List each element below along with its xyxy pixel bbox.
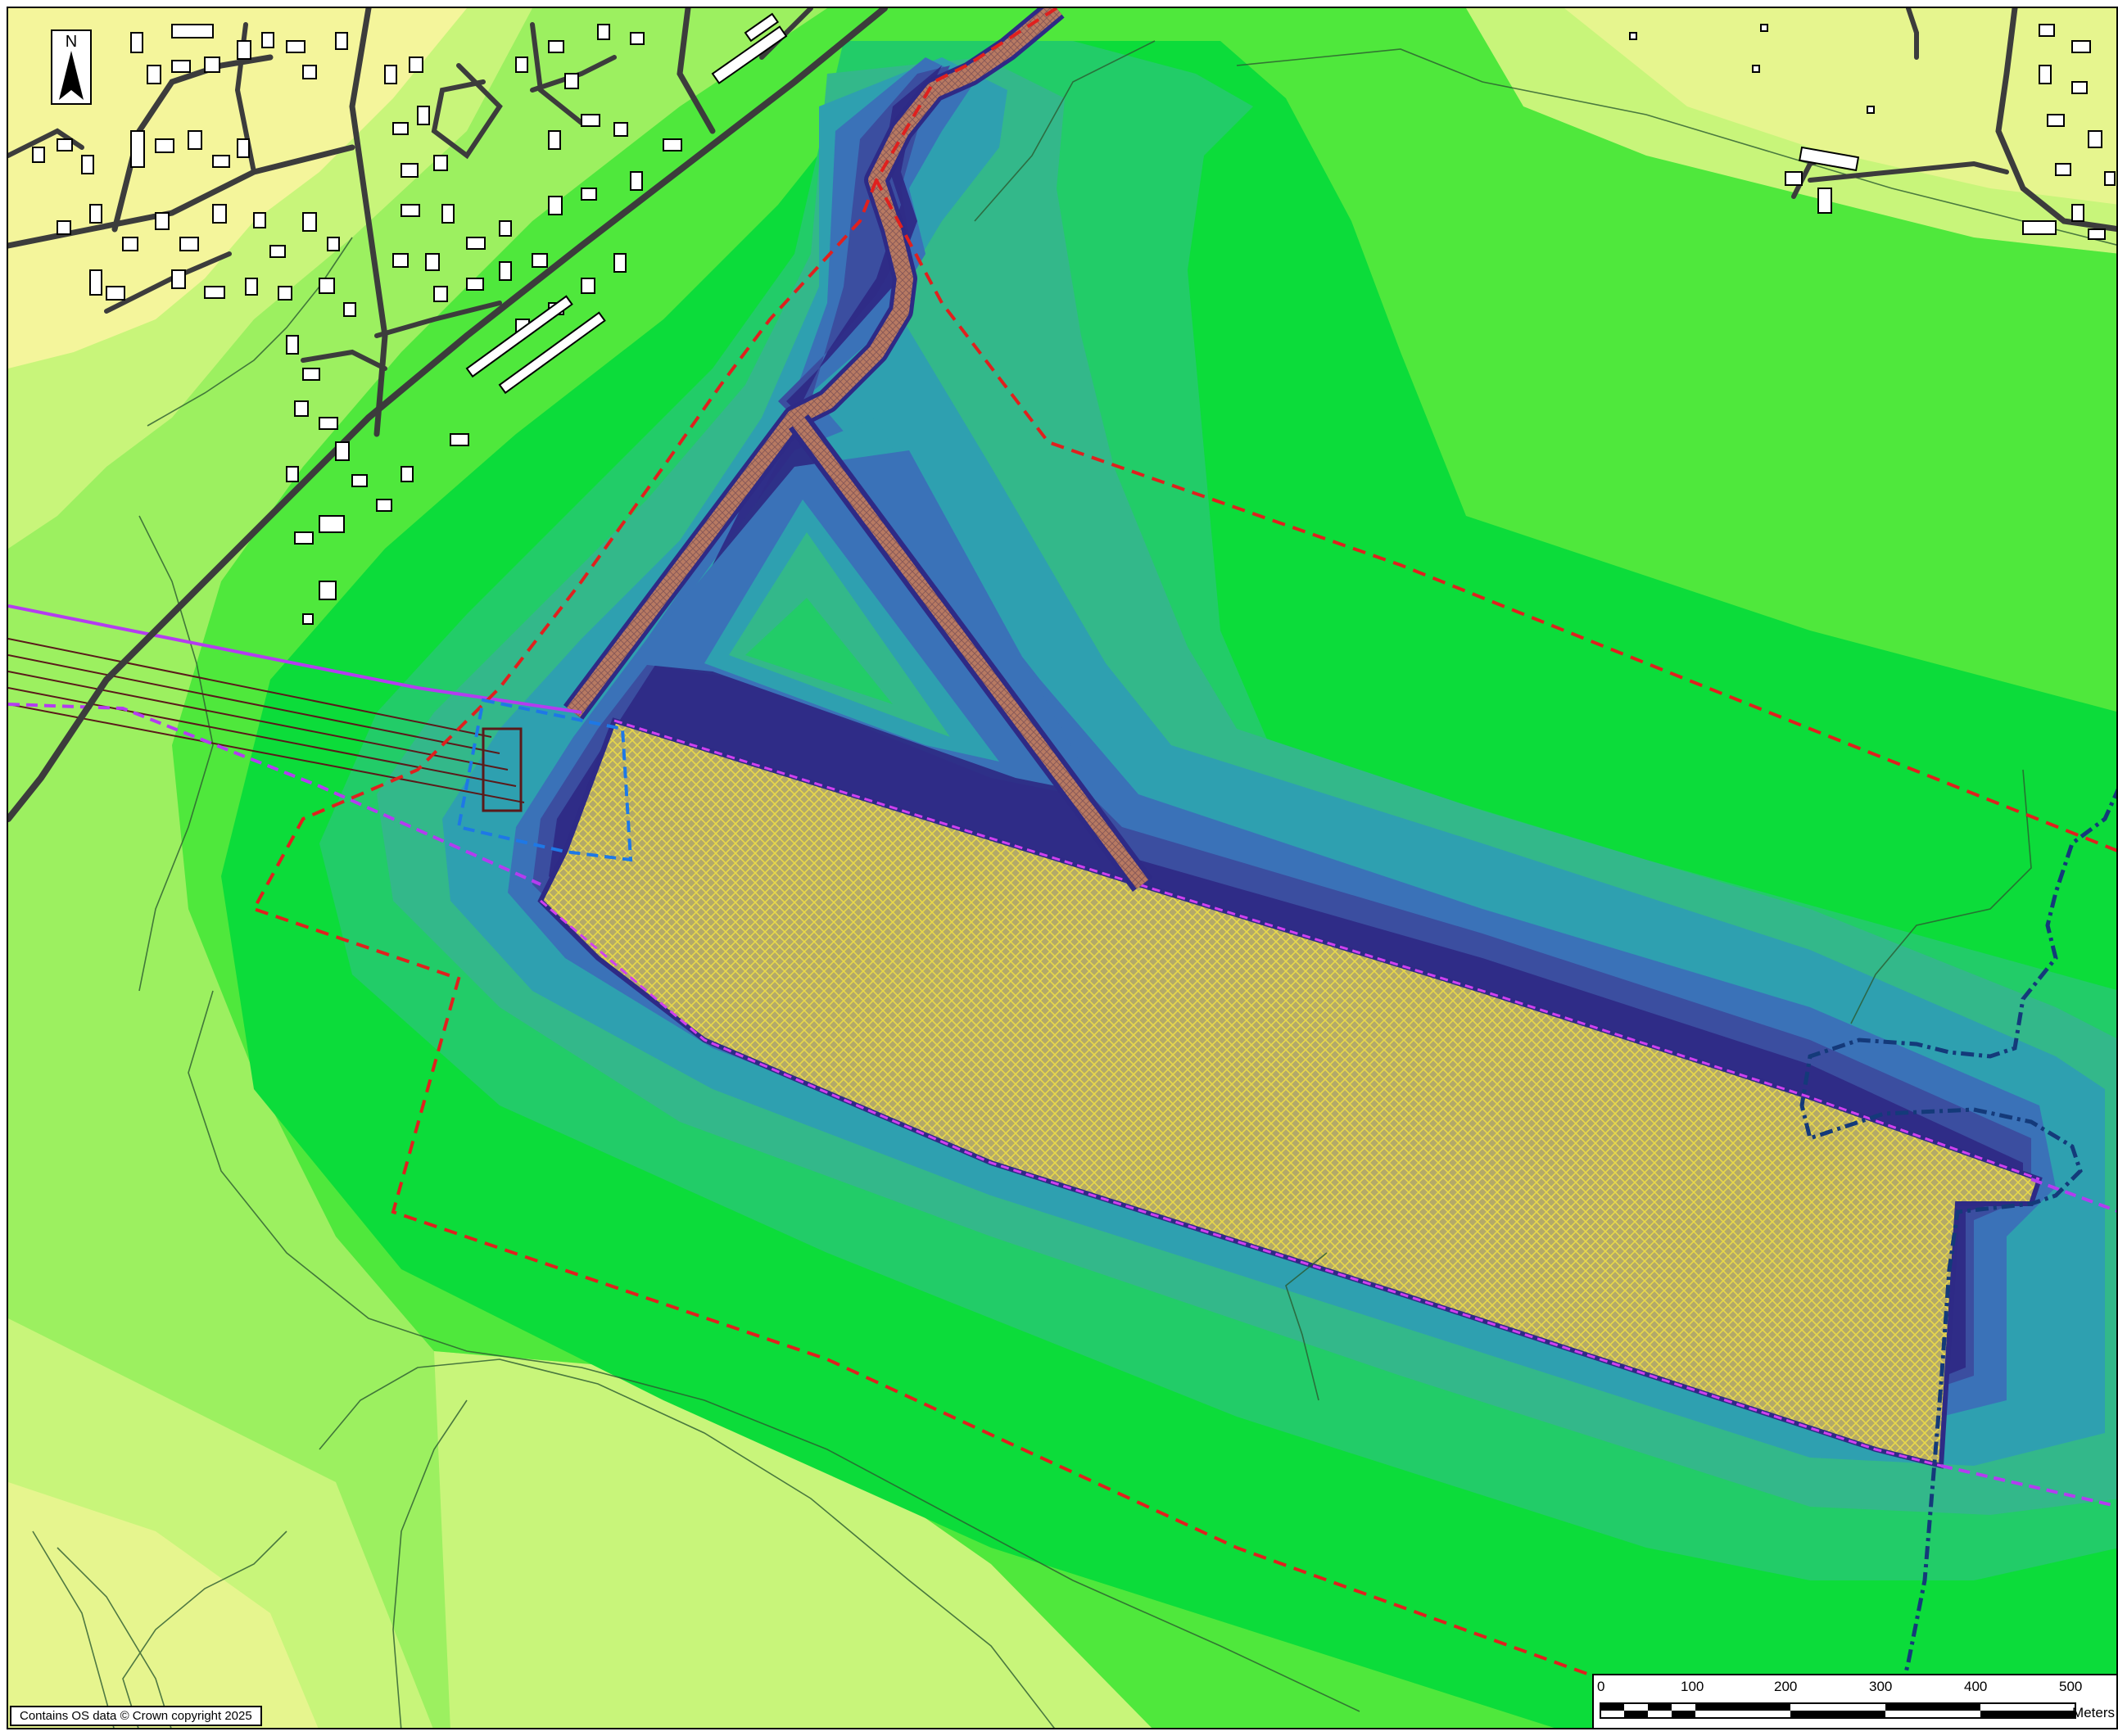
scale-bar-graphic [1600,1702,2076,1719]
map-canvas[interactable] [8,8,2118,1729]
watercourse-line [1799,788,2116,1728]
scale-tick-0: 0 [1597,1679,1605,1694]
scale-tick-300: 300 [1869,1679,1893,1694]
proposed-boundary-lines [8,604,2116,1508]
building-footprints [32,12,2116,625]
north-arrow-label: N [65,33,78,51]
main-road [8,8,888,822]
substation-boundary-line[interactable] [456,698,633,862]
cable-route[interactable] [563,8,1153,892]
scale-unit-label: Meters [2072,1705,2115,1720]
contour-lines [32,40,2116,1728]
substation-compound[interactable] [482,727,523,812]
site-edge-magenta [613,719,2040,1181]
scale-tick-400: 400 [1964,1679,1988,1694]
scale-bar: 0 100 200 300 400 500 Meters [1592,1674,2116,1728]
north-arrow-icon [59,51,84,100]
site-boundary-line[interactable] [251,8,2118,1729]
scale-tick-500: 500 [2059,1679,2083,1694]
scale-tick-200: 200 [1774,1679,1798,1694]
site-edge-magenta-lower [540,899,1942,1467]
scale-tick-100: 100 [1681,1679,1704,1694]
copyright-notice: Contains OS data © Crown copyright 2025 [10,1706,262,1726]
north-arrow: N [51,29,92,105]
map-frame[interactable]: N Contains OS data © Crown copyright 202… [7,7,2118,1729]
